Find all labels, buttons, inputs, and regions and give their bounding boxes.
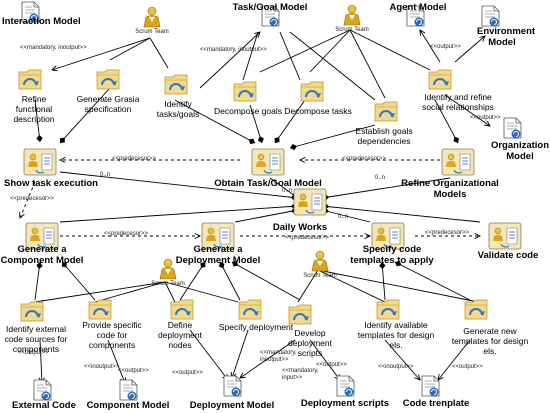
environment-model-label: Environment Model <box>477 26 536 48</box>
develop-scripts-label: Develop deployment scripts <box>288 328 332 358</box>
scrum-team-top-right-label: Scrum Team <box>335 27 369 33</box>
multiplicity-1: 0..n <box>100 172 111 178</box>
deployment-scripts-label: Deployment scripts <box>300 398 390 409</box>
task-identify-tasks-icon <box>164 74 188 95</box>
stereo-mand-inout-left: <<mandatory, inoutput>> <box>20 45 87 51</box>
task-generate-grasia-icon <box>96 69 120 90</box>
task-identify-social-icon <box>428 69 452 90</box>
scrum-team-top-left-icon <box>143 6 161 28</box>
deployment-scripts-icon <box>336 375 355 397</box>
show-task-execution-label: Show task execution <box>4 178 98 189</box>
code-template-icon <box>421 375 440 397</box>
external-code-icon <box>33 379 52 401</box>
multiplicity-3: 0..n <box>375 175 386 181</box>
task-refine-functional-icon <box>18 69 42 90</box>
phase-daily-works-icon <box>293 188 327 216</box>
deployment-model-icon <box>223 375 242 397</box>
scrum-team-top-right-icon <box>343 4 361 26</box>
generate-component-label: Generate a Component Model <box>0 244 84 266</box>
stereo-output-organization: <<output>> <box>470 115 501 121</box>
stereo-output-deployment: <<output>> <box>172 370 203 376</box>
stereo-mand-inout-center: <<mandatory, inoutput>> <box>200 47 267 53</box>
stereo-mand-input-bottom: <<mandatory, input>> <box>282 368 319 381</box>
define-nodes-label: Define deployment nodes <box>158 320 202 350</box>
task-goal-model-label: Task/Goal Model <box>232 2 308 13</box>
decompose-tasks-label: Decompose tasks <box>284 106 352 116</box>
organization-model-label: Organization Model <box>490 140 550 162</box>
task-identify-templates-icon <box>376 299 400 320</box>
identify-templates-label: Identify available templates for design … <box>357 320 435 350</box>
phase-obtain-task-goal-icon <box>251 148 285 176</box>
task-decompose-goals-icon <box>233 81 257 102</box>
stereo-predecesor-4: <<predecesor>> <box>104 231 149 237</box>
identify-external-label: Identify external code sources for compo… <box>4 324 68 354</box>
stereo-predecesor-5: <<predecesor>> <box>285 235 330 241</box>
specify-templates-label: Specify code templates to apply <box>350 244 434 266</box>
task-decompose-tasks-icon <box>300 81 324 102</box>
external-code-label: External Code <box>12 400 76 411</box>
identify-social-label: Identify and refine social relationships <box>422 92 494 112</box>
daily-works-links <box>59 171 481 223</box>
refine-organizational-label: Refine Organizational Models <box>401 178 499 200</box>
task-generate-templates-icon <box>464 299 488 320</box>
top-connectors <box>34 12 490 151</box>
interaction-model-label: Interaction Model <box>2 16 81 27</box>
scrum-team-bottom-right-label: Scrum Team <box>303 273 337 279</box>
task-provide-specific-icon <box>88 299 112 320</box>
multiplicity-4: 0..n <box>338 214 349 220</box>
stereo-predecesor-2: <<predecesor>> <box>342 156 387 162</box>
organization-model-icon <box>503 117 522 139</box>
predecessor-links <box>20 160 480 236</box>
daily-works-label: Daily Works <box>272 222 328 233</box>
stereo-inoutput-templates: <<inoutput>> <box>378 364 414 370</box>
environment-model-icon <box>481 5 500 27</box>
code-template-label: Code trenplate <box>402 398 470 409</box>
scrum-team-top-left-label: Scrum Team <box>135 29 169 35</box>
stereo-predecesor-1: <<predecesor>> <box>112 156 157 162</box>
provide-specific-label: Provide specific code for components <box>82 320 142 350</box>
refine-functional-label: Refine functional description <box>13 94 55 124</box>
specify-deployment-label: Specify deployment <box>218 322 294 332</box>
obtain-task-goal-label: Obtain Task/Goal Model <box>214 178 322 189</box>
stereo-inoutput-component: <<inoutput>> <box>84 364 120 370</box>
scrum-team-bottom-right-icon <box>311 250 329 272</box>
deployment-model-label: Deployment Model <box>189 400 275 411</box>
multiplicity-2: 0..n <box>282 188 293 194</box>
component-model-label: Component Model <box>86 400 170 411</box>
generate-deployment-label: Generate a Deployment Model <box>175 244 261 266</box>
stereo-output-external: <<output>> <box>18 350 49 356</box>
task-define-nodes-icon <box>170 299 194 320</box>
component-model-icon <box>119 379 138 401</box>
stereo-output-templates: <<output>> <box>452 364 483 370</box>
scrum-team-bottom-left-label: Scrum Team <box>151 281 185 287</box>
stereo-output-agent: <<output>> <box>430 44 461 50</box>
task-establish-dependencies-icon <box>374 101 398 122</box>
generate-grasia-label: Generate Grasia specification <box>76 94 140 114</box>
establish-dependencies-label: Establish goals dependencies <box>355 126 413 146</box>
agent-model-label: Agent Model <box>389 2 447 13</box>
decompose-goals-label: Decompose goals <box>213 106 283 116</box>
stereo-predecesor-6: <<predecesor>> <box>425 230 470 236</box>
phase-show-task-execution-icon <box>23 148 57 176</box>
validate-code-label: Validate code <box>477 250 539 261</box>
task-specify-deployment-icon <box>238 299 262 320</box>
stereo-mand-inout-bottom: <<mandatory, inoutput>> <box>260 350 297 363</box>
phase-validate-code-icon <box>488 222 522 250</box>
stereo-output-scripts: <<output>> <box>316 362 347 368</box>
identify-tasks-label: Identify tasks/goals <box>156 99 200 119</box>
phase-refine-organizational-icon <box>441 148 475 176</box>
stereo-output-component: <<output>> <box>118 368 149 374</box>
stereo-predecesor-3: <<predecesor>> <box>10 196 55 202</box>
bottom-connectors <box>34 260 479 383</box>
generate-templates-label: Generate new templates for design els. <box>451 326 529 356</box>
task-identify-external-icon <box>20 301 44 322</box>
